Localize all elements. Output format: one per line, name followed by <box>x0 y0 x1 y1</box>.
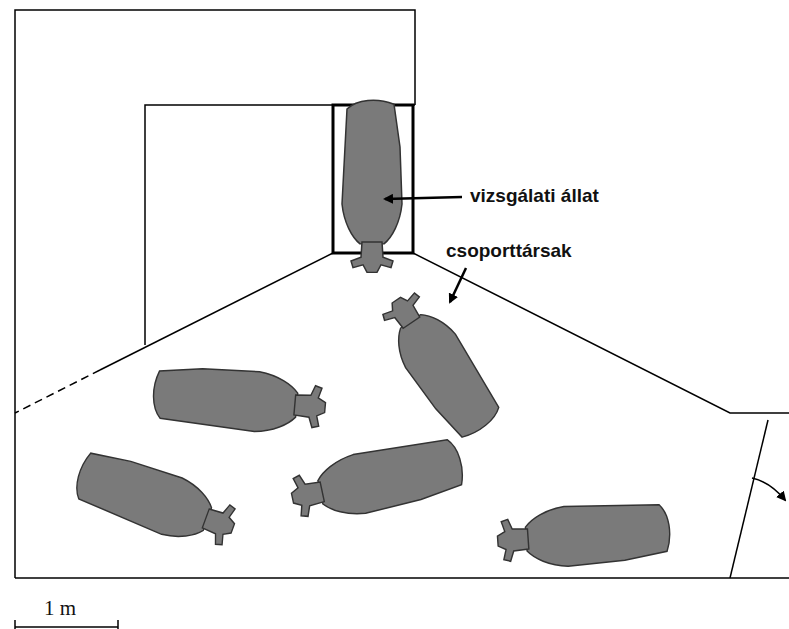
callout-label: vizsgálati állat <box>470 185 599 207</box>
callout-label: csoporttársak <box>446 240 572 262</box>
cattle <box>69 100 671 571</box>
scale-label: 1 m <box>44 596 76 621</box>
